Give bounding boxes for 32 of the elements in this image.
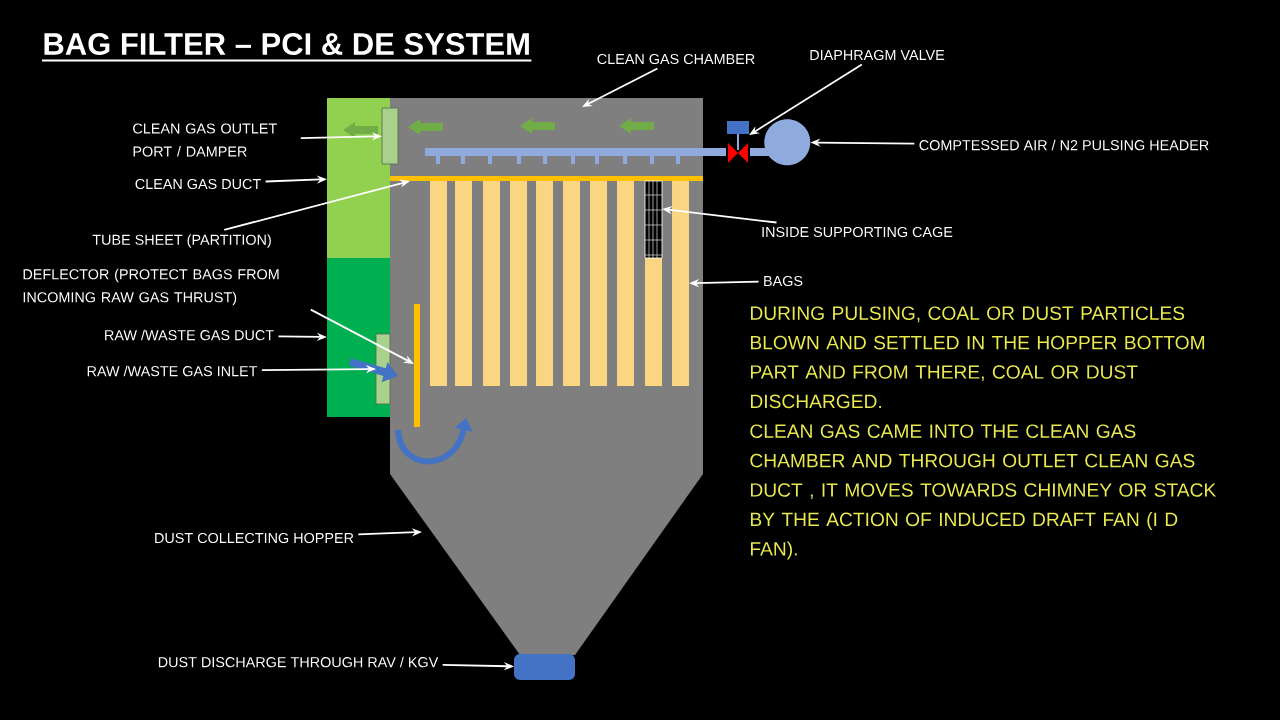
callout-label: BAGS [764, 275, 803, 287]
callout-label: DEFLECTOR (PROTECT BAGS FROM INCOMING RAW GAS THRUST) [23, 268, 279, 306]
outlet-damper [381, 107, 399, 165]
filter-bag [617, 181, 634, 386]
callout-label: CLEAN GAS OUTLET PORT / DAMPER [133, 123, 277, 157]
callout-label: TUBE SHEET (PARTITION) [92, 234, 271, 248]
diaphragm-valve [727, 121, 749, 163]
filter-bag [590, 181, 607, 386]
callout-label: INSIDE SUPPORTING CAGE [762, 226, 953, 238]
callout-label: RAW /WASTE GAS DUCT [105, 329, 274, 341]
filter-bag [455, 181, 472, 386]
tube-sheet [390, 176, 703, 181]
note-text: DURING PULSING, COAL OR DUST PARTICLES BLOWN AND SETTLED IN THE HOPPER BOTTOM PART AND FROM THERE, COAL OR DUST DISCHARGED. [751, 306, 1205, 409]
filter-bag [563, 181, 580, 386]
filter-bag [672, 181, 689, 386]
callout-label: COMPTESSED AIR / N2 PULSING HEADER [919, 139, 1209, 151]
note-text: CLEAN GAS CAME INTO THE CLEAN GAS CHAMBER AND THROUGH OUTLET CLEAN GAS DUCT , IT MOVES TOWARDS CHIMNEY OR STACK BY THE ACTION OF INDUCED DRAFT FAN (I D FAN). [750, 424, 1217, 560]
callout-label: DIAPHRAGM VALVE [810, 49, 945, 61]
callout-label: CLEAN GAS DUCT [135, 178, 261, 190]
header-drum [764, 119, 811, 166]
filter-bag [483, 181, 500, 386]
title: BAG FILTER – PCI & DE SYSTEM [41, 33, 533, 62]
callout-label: DUST DISCHARGE THROUGH RAV / KGV [158, 656, 439, 668]
filter-bag [430, 181, 447, 386]
filter-bag [510, 181, 527, 386]
callout-label: DUST COLLECTING HOPPER [155, 532, 354, 544]
callout-label: RAW /WASTE GAS INLET [87, 365, 258, 377]
rotary-valve [514, 654, 575, 680]
caged-bag [644, 180, 663, 386]
filter-bag [536, 181, 553, 386]
callout-label: CLEAN GAS CHAMBER [597, 53, 755, 65]
deflector-plate [414, 304, 420, 427]
